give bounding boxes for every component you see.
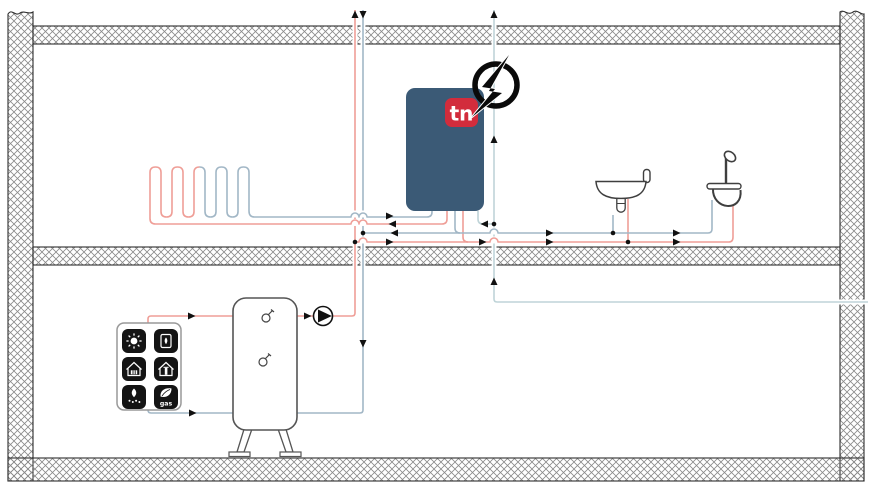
faucet xyxy=(642,168,651,184)
cold-feed-line xyxy=(363,200,713,234)
heat-pump-unit: tn xyxy=(406,88,484,211)
unit-cold-port xyxy=(454,211,461,234)
solar-cold-riser xyxy=(147,10,364,414)
hand-shower-icon xyxy=(706,150,742,207)
house-heating-icon xyxy=(122,357,146,381)
shower-hose xyxy=(711,188,742,207)
floor-heating-supply xyxy=(149,166,448,225)
tank-body xyxy=(232,297,298,431)
house-ventilation-glyph xyxy=(158,361,174,377)
unit-hot-port xyxy=(462,211,469,243)
junction-dots xyxy=(352,221,631,245)
ceiling-slab xyxy=(32,25,841,45)
dhw-hot-line xyxy=(355,205,734,243)
basin-bowl xyxy=(595,180,647,200)
bottom-slab xyxy=(7,457,865,482)
house-heating-glyph xyxy=(126,361,142,377)
biogas-leaf-glyph: gas xyxy=(160,388,173,408)
tank-foot-left xyxy=(228,451,251,458)
furnace-glyph xyxy=(160,333,172,349)
biogas-leaf-icon xyxy=(154,385,178,409)
cold-water-pipes xyxy=(199,166,713,234)
storage-tank xyxy=(228,297,302,458)
temperature-sensor-icon xyxy=(258,353,272,367)
tn-logo: tn xyxy=(445,98,478,127)
lightning-bolt-icon xyxy=(471,54,520,118)
right-wall xyxy=(839,10,865,482)
tank-foot-right xyxy=(279,451,302,458)
washbasin-icon xyxy=(595,168,651,213)
energy-sources-panel: gas xyxy=(116,322,182,411)
sun-glyph xyxy=(126,333,142,349)
middle-floor-slab xyxy=(32,246,841,266)
house-structure xyxy=(7,10,865,482)
tn-logo-text: tn xyxy=(450,102,474,126)
shower-head xyxy=(723,150,737,163)
drain-trap xyxy=(616,197,626,213)
temperature-sensor-icon xyxy=(261,309,275,323)
circulation-pump-icon xyxy=(312,305,334,327)
floor-heating-return xyxy=(199,166,433,218)
hot-water-pipes xyxy=(149,166,734,243)
shower-bracket xyxy=(706,182,742,190)
flow-arrows xyxy=(188,10,681,417)
gas-label: gas xyxy=(160,401,173,408)
pellet-flame-glyph xyxy=(128,388,141,403)
crossing-gaps xyxy=(352,210,497,244)
left-wall xyxy=(7,10,34,482)
